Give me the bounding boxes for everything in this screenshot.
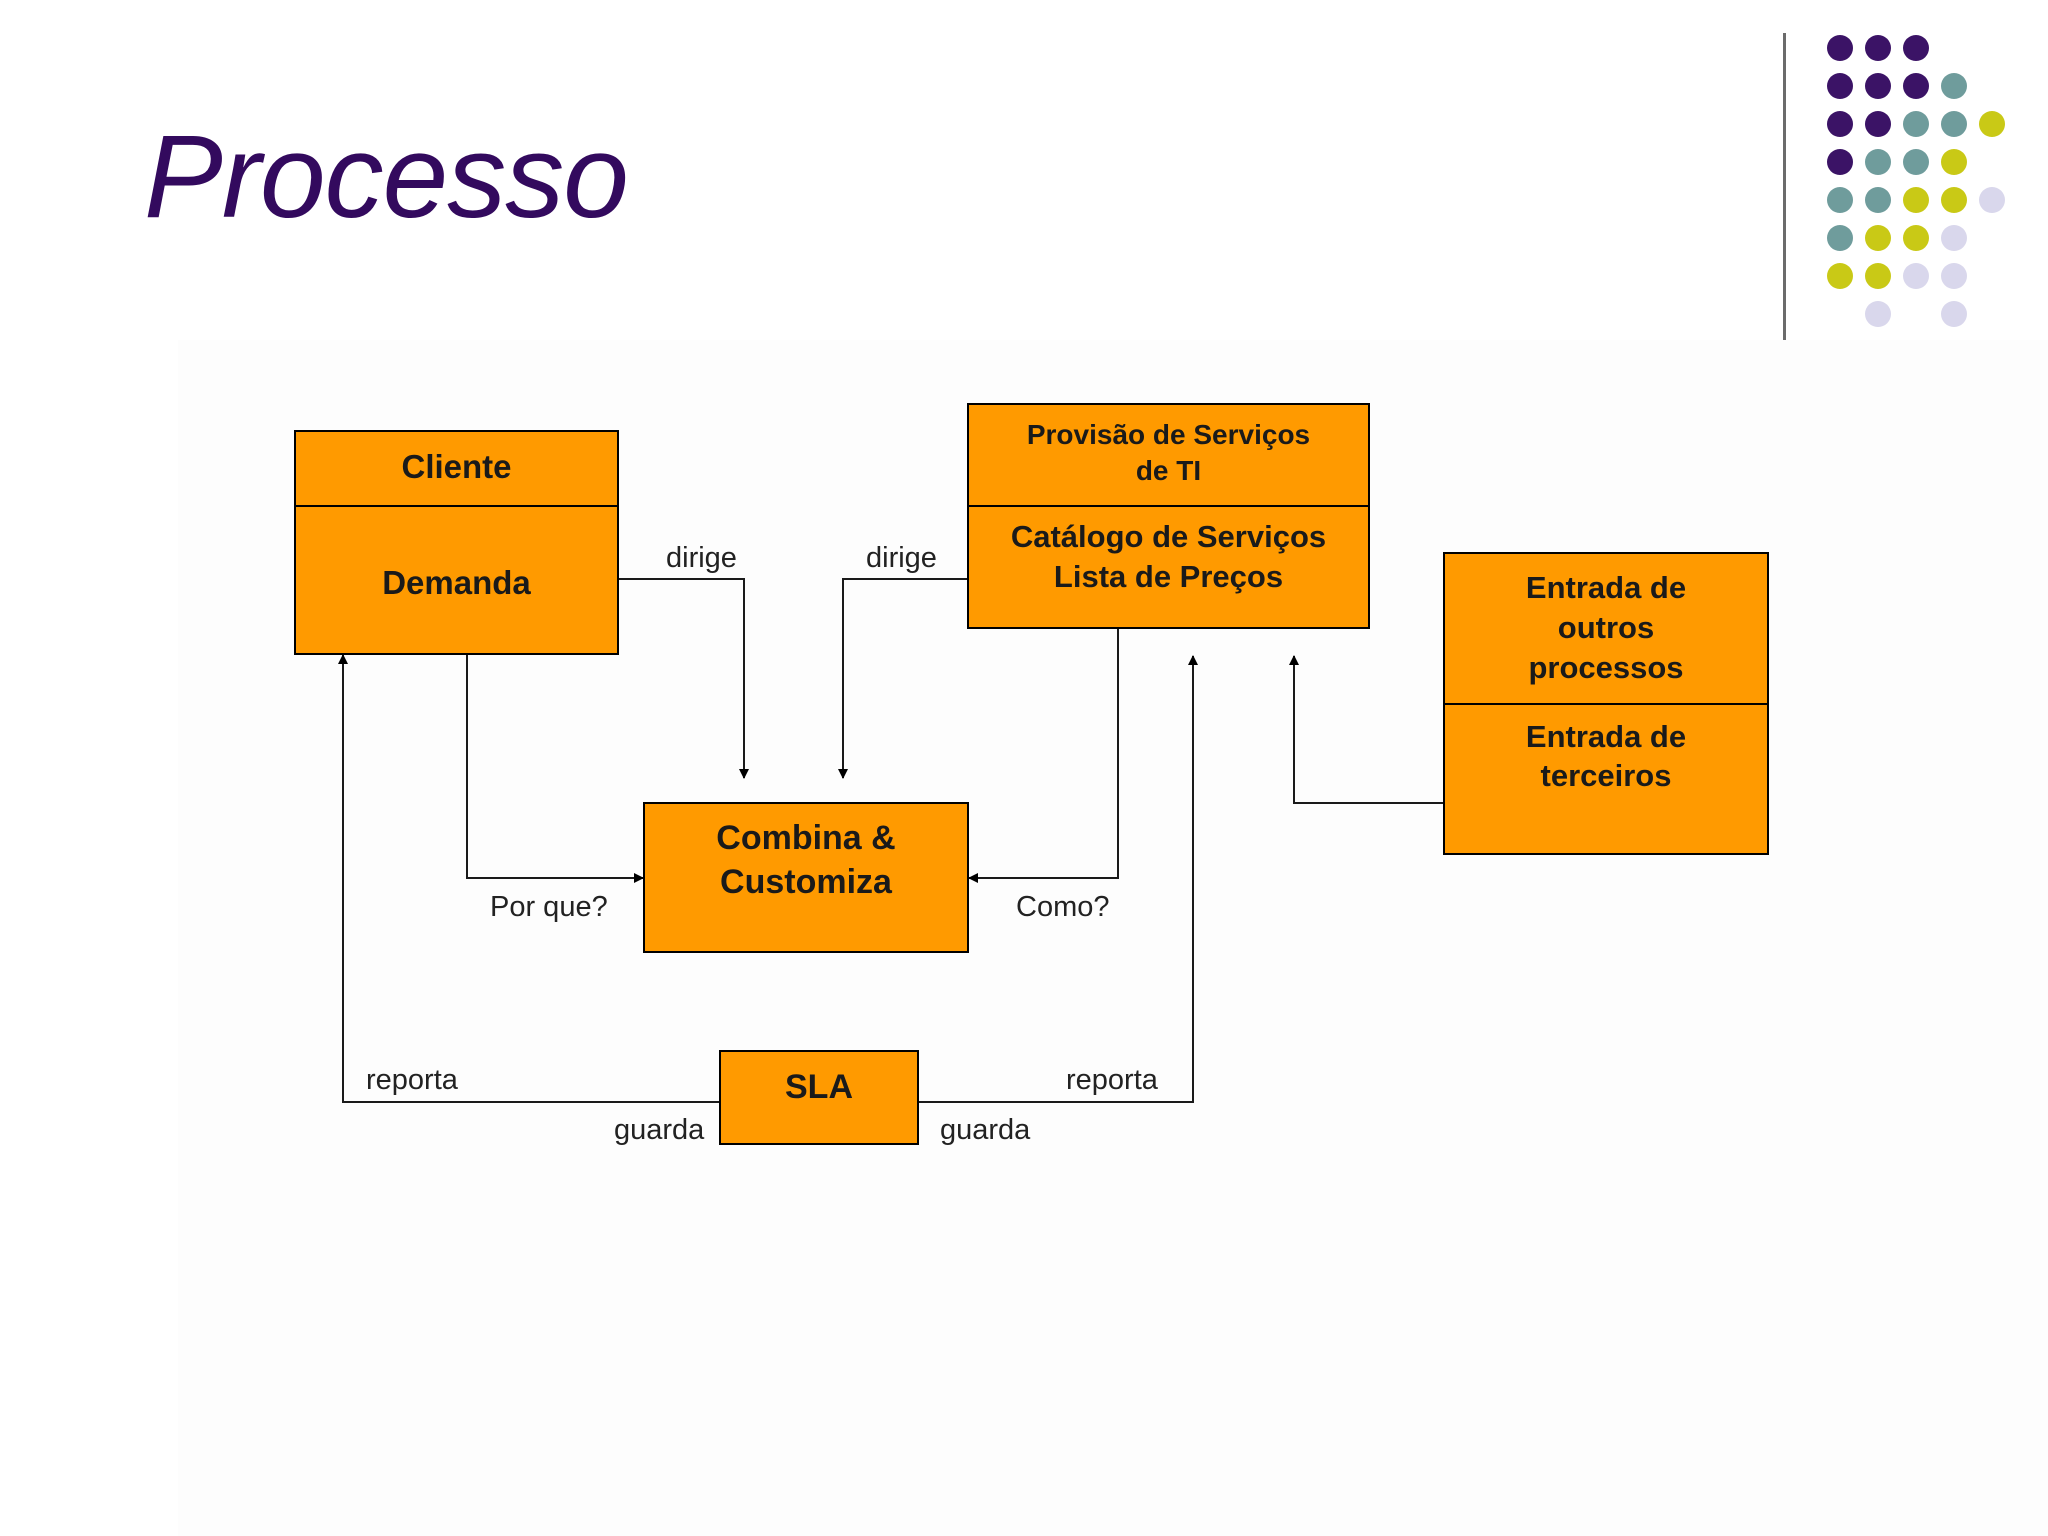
decorative-dot-grid bbox=[1827, 35, 2005, 327]
decor-dot-lavender bbox=[1903, 263, 1929, 289]
decor-dot-teal bbox=[1941, 73, 1967, 99]
decor-dot-teal bbox=[1865, 187, 1891, 213]
decor-dot-purple bbox=[1865, 111, 1891, 137]
edge-reporta-left bbox=[338, 654, 720, 1103]
reporta-left-label: reporta bbox=[366, 1064, 458, 1096]
page-title: Processo bbox=[144, 111, 629, 243]
decor-dot-purple bbox=[1827, 111, 1853, 137]
cliente-divider bbox=[296, 505, 617, 507]
decor-dot-purple bbox=[1903, 73, 1929, 99]
cliente-box: Cliente Demanda bbox=[294, 430, 619, 655]
como-label: Como? bbox=[1016, 891, 1110, 923]
decor-dot-teal bbox=[1827, 187, 1853, 213]
por-que-label: Por que? bbox=[490, 891, 608, 923]
decor-dot-purple bbox=[1903, 35, 1929, 61]
decor-dot-yellow bbox=[1865, 225, 1891, 251]
dirige-left-label: dirige bbox=[666, 542, 737, 574]
catalogo-label: Catálogo de Serviços Lista de Preços bbox=[1010, 519, 1327, 594]
decor-dot-purple bbox=[1865, 35, 1891, 61]
edge-reporta-right bbox=[918, 655, 1198, 1103]
decor-dot-yellow bbox=[1903, 225, 1929, 251]
decor-dot-yellow bbox=[1903, 187, 1929, 213]
combina-box: Combina & Customiza bbox=[643, 802, 969, 953]
provisao-header: Provisão de Serviços de TI bbox=[1026, 419, 1311, 486]
decor-dot-yellow bbox=[1941, 149, 1967, 175]
edge-como bbox=[968, 628, 1119, 883]
decor-dot-lavender bbox=[1979, 187, 2005, 213]
demanda-label: Demanda bbox=[382, 564, 531, 601]
decor-dot-purple bbox=[1827, 73, 1853, 99]
decor-dot-yellow bbox=[1865, 263, 1891, 289]
decor-dot-teal bbox=[1903, 111, 1929, 137]
edge-provisao-dirige bbox=[838, 578, 968, 779]
edge-por-que bbox=[466, 655, 644, 883]
decor-dot-lavender bbox=[1941, 301, 1967, 327]
dirige-right-label: dirige bbox=[866, 542, 937, 574]
decor-dot-purple bbox=[1865, 73, 1891, 99]
entrada-box: Entrada de outros processos Entrada de t… bbox=[1443, 552, 1769, 855]
entrada-outros-label: Entrada de outros processos bbox=[1525, 570, 1687, 685]
sla-label: SLA bbox=[785, 1068, 853, 1106]
edge-entrada-provisao bbox=[1289, 655, 1444, 804]
edge-cliente-dirige bbox=[618, 578, 749, 779]
combina-label: Combina & Customiza bbox=[716, 819, 896, 901]
provisao-box: Provisão de Serviços de TI Catálogo de S… bbox=[967, 403, 1370, 629]
decor-dot-teal bbox=[1903, 149, 1929, 175]
reporta-right-label: reporta bbox=[1066, 1064, 1158, 1096]
entrada-terceiros-label: Entrada de terceiros bbox=[1525, 719, 1687, 793]
decor-dot-yellow bbox=[1941, 187, 1967, 213]
decor-dot-teal bbox=[1941, 111, 1967, 137]
decorative-divider-line bbox=[1783, 33, 1786, 376]
sla-box: SLA bbox=[719, 1050, 919, 1145]
decor-dot-yellow bbox=[1979, 111, 2005, 137]
decor-dot-lavender bbox=[1941, 263, 1967, 289]
guarda-left-label: guarda bbox=[614, 1114, 705, 1146]
entrada-divider bbox=[1445, 703, 1767, 705]
decor-dot-lavender bbox=[1941, 225, 1967, 251]
decor-dot-teal bbox=[1827, 225, 1853, 251]
provisao-divider bbox=[969, 505, 1368, 507]
guarda-right-label: guarda bbox=[940, 1114, 1031, 1146]
decor-dot-teal bbox=[1865, 149, 1891, 175]
decor-dot-yellow bbox=[1827, 263, 1853, 289]
decor-dot-purple bbox=[1827, 149, 1853, 175]
decor-dot-lavender bbox=[1865, 301, 1891, 327]
decor-dot-purple bbox=[1827, 35, 1853, 61]
cliente-header: Cliente bbox=[401, 448, 512, 485]
